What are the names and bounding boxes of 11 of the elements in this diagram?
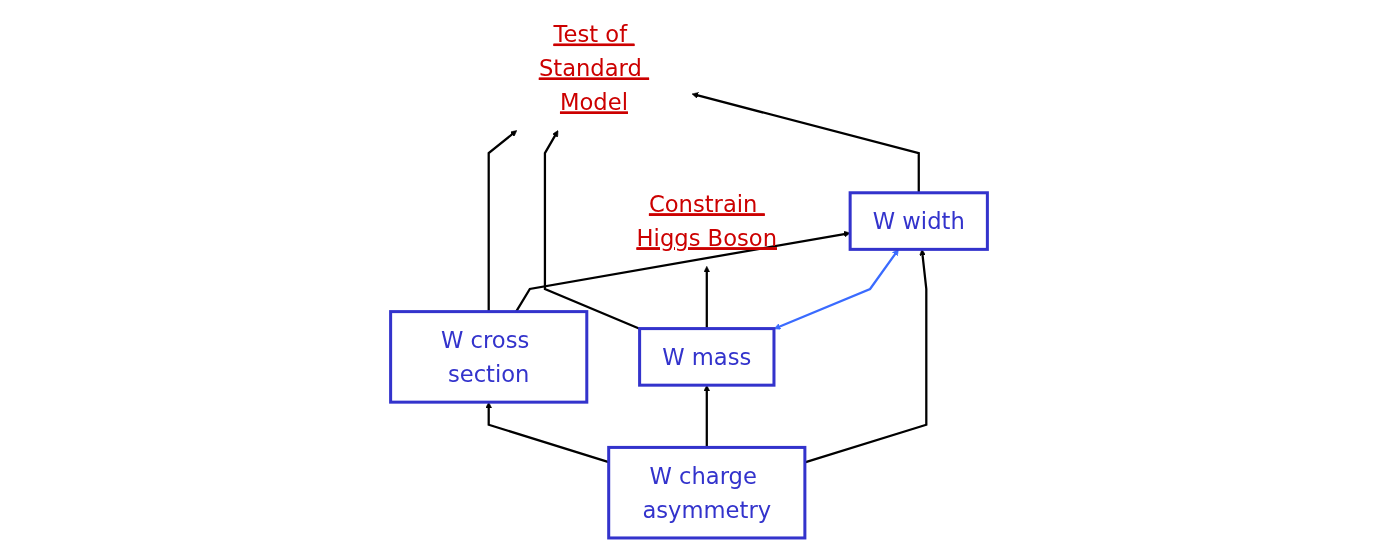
node-box: W width: [848, 191, 989, 251]
arrow: [487, 130, 518, 312]
node-text: Test of Standard Model: [538, 21, 642, 116]
node-box: W cross section: [389, 310, 589, 404]
arrow: [703, 266, 711, 329]
arrow: [773, 249, 899, 330]
node-text: Constrain Higgs Boson: [636, 190, 777, 252]
node-box: W charge asymmetry: [607, 445, 807, 540]
arrow: [543, 130, 641, 330]
node-box: W mass: [638, 327, 776, 387]
arrow: [691, 92, 920, 193]
